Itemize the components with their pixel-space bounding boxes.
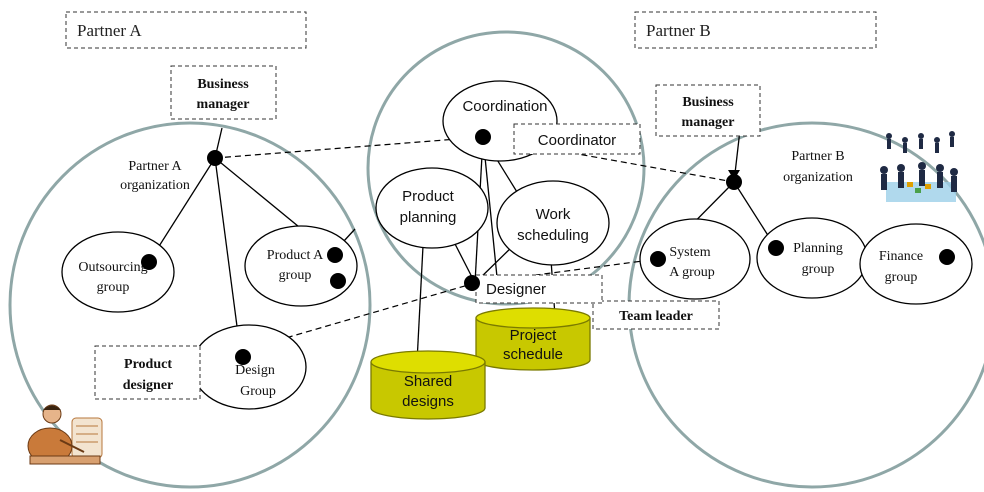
product-planning-node[interactable] xyxy=(375,167,489,249)
team-leader-label: Team leader xyxy=(619,309,693,324)
business-manager-a-box xyxy=(170,65,277,120)
coordination-dot xyxy=(475,129,491,145)
finance-group-node[interactable] xyxy=(859,223,973,305)
planning-group-dot xyxy=(768,240,784,256)
partner-b-org-line2: organization xyxy=(783,170,853,185)
partner-a-org-line2: organization xyxy=(120,178,190,193)
outsourcing-group-line1: Outsourcing xyxy=(78,260,147,275)
product-designer-line1: Product xyxy=(124,357,172,372)
business-manager-b-line1: Business xyxy=(682,95,734,110)
product-designer-box xyxy=(94,345,201,400)
project-schedule-database[interactable]: Project schedule xyxy=(475,307,591,371)
node-dots xyxy=(141,129,955,365)
business-manager-a-line1: Business xyxy=(197,77,249,92)
partner-a-label-box xyxy=(65,11,307,49)
partner-a-label: Partner A xyxy=(77,21,142,40)
finance-group-line2: group xyxy=(885,270,918,285)
project-schedule-line2: schedule xyxy=(503,346,563,363)
business-manager-b-line2: manager xyxy=(682,115,735,130)
system-a-group-line1: System xyxy=(669,245,710,260)
partner-a-org-dot xyxy=(207,150,223,166)
team-leader-box xyxy=(592,300,720,330)
shared-designs-line1: Shared xyxy=(404,373,452,390)
outsourcing-group-node[interactable] xyxy=(61,231,175,313)
finance-group-dot xyxy=(939,249,955,265)
planning-group-line2: group xyxy=(802,262,835,277)
design-group-line2: Group xyxy=(240,384,276,399)
business-manager-b-box xyxy=(655,84,761,137)
people-network-icon xyxy=(880,131,958,202)
system-a-dot xyxy=(650,251,666,267)
outsourcing-group-line2: group xyxy=(97,280,130,295)
planning-group-node[interactable] xyxy=(756,217,868,299)
coordinator-box xyxy=(513,123,641,155)
product-a-group-line1: Product A xyxy=(267,248,324,263)
partner-b-org-line1: Partner B xyxy=(791,149,844,164)
partner-b-label-box xyxy=(634,11,877,49)
designer-box xyxy=(475,274,603,304)
partner-a-cluster xyxy=(8,121,372,489)
planning-group-line1: Planning xyxy=(793,241,843,256)
project-schedule-line1: Project xyxy=(510,327,558,344)
coordinator-label: Coordinator xyxy=(538,132,616,149)
product-planning-line2: planning xyxy=(400,209,457,226)
product-a-dot-1 xyxy=(327,247,343,263)
business-manager-a-line2: manager xyxy=(197,97,250,112)
shared-designs-database[interactable]: Shared designs xyxy=(370,350,486,420)
product-a-dot-2 xyxy=(330,273,346,289)
partner-b-org-dot xyxy=(726,174,742,190)
designer-label: Designer xyxy=(486,281,546,298)
partner-a-org-line1: Partner A xyxy=(128,159,182,174)
work-scheduling-node[interactable] xyxy=(496,180,610,266)
design-group-dot xyxy=(235,349,251,365)
product-a-group-line2: group xyxy=(279,268,312,283)
product-a-group-node[interactable] xyxy=(244,225,358,307)
partner-b-label: Partner B xyxy=(646,21,711,40)
finance-group-line1: Finance xyxy=(879,249,923,264)
design-group-line1: Design xyxy=(235,363,275,378)
work-scheduling-line1: Work xyxy=(536,206,571,223)
person-at-desk-icon xyxy=(27,404,103,465)
designer-dot xyxy=(464,275,480,291)
work-scheduling-line2: scheduling xyxy=(517,227,589,244)
system-a-group-line2: A group xyxy=(669,265,715,280)
shared-designs-line2: designs xyxy=(402,393,454,410)
system-a-group-node[interactable] xyxy=(639,218,751,300)
coordination-label: Coordination xyxy=(462,98,547,115)
product-planning-line1: Product xyxy=(402,188,455,205)
outsourcing-dot xyxy=(141,254,157,270)
center-cluster xyxy=(366,30,646,306)
product-designer-line2: designer xyxy=(123,378,174,393)
